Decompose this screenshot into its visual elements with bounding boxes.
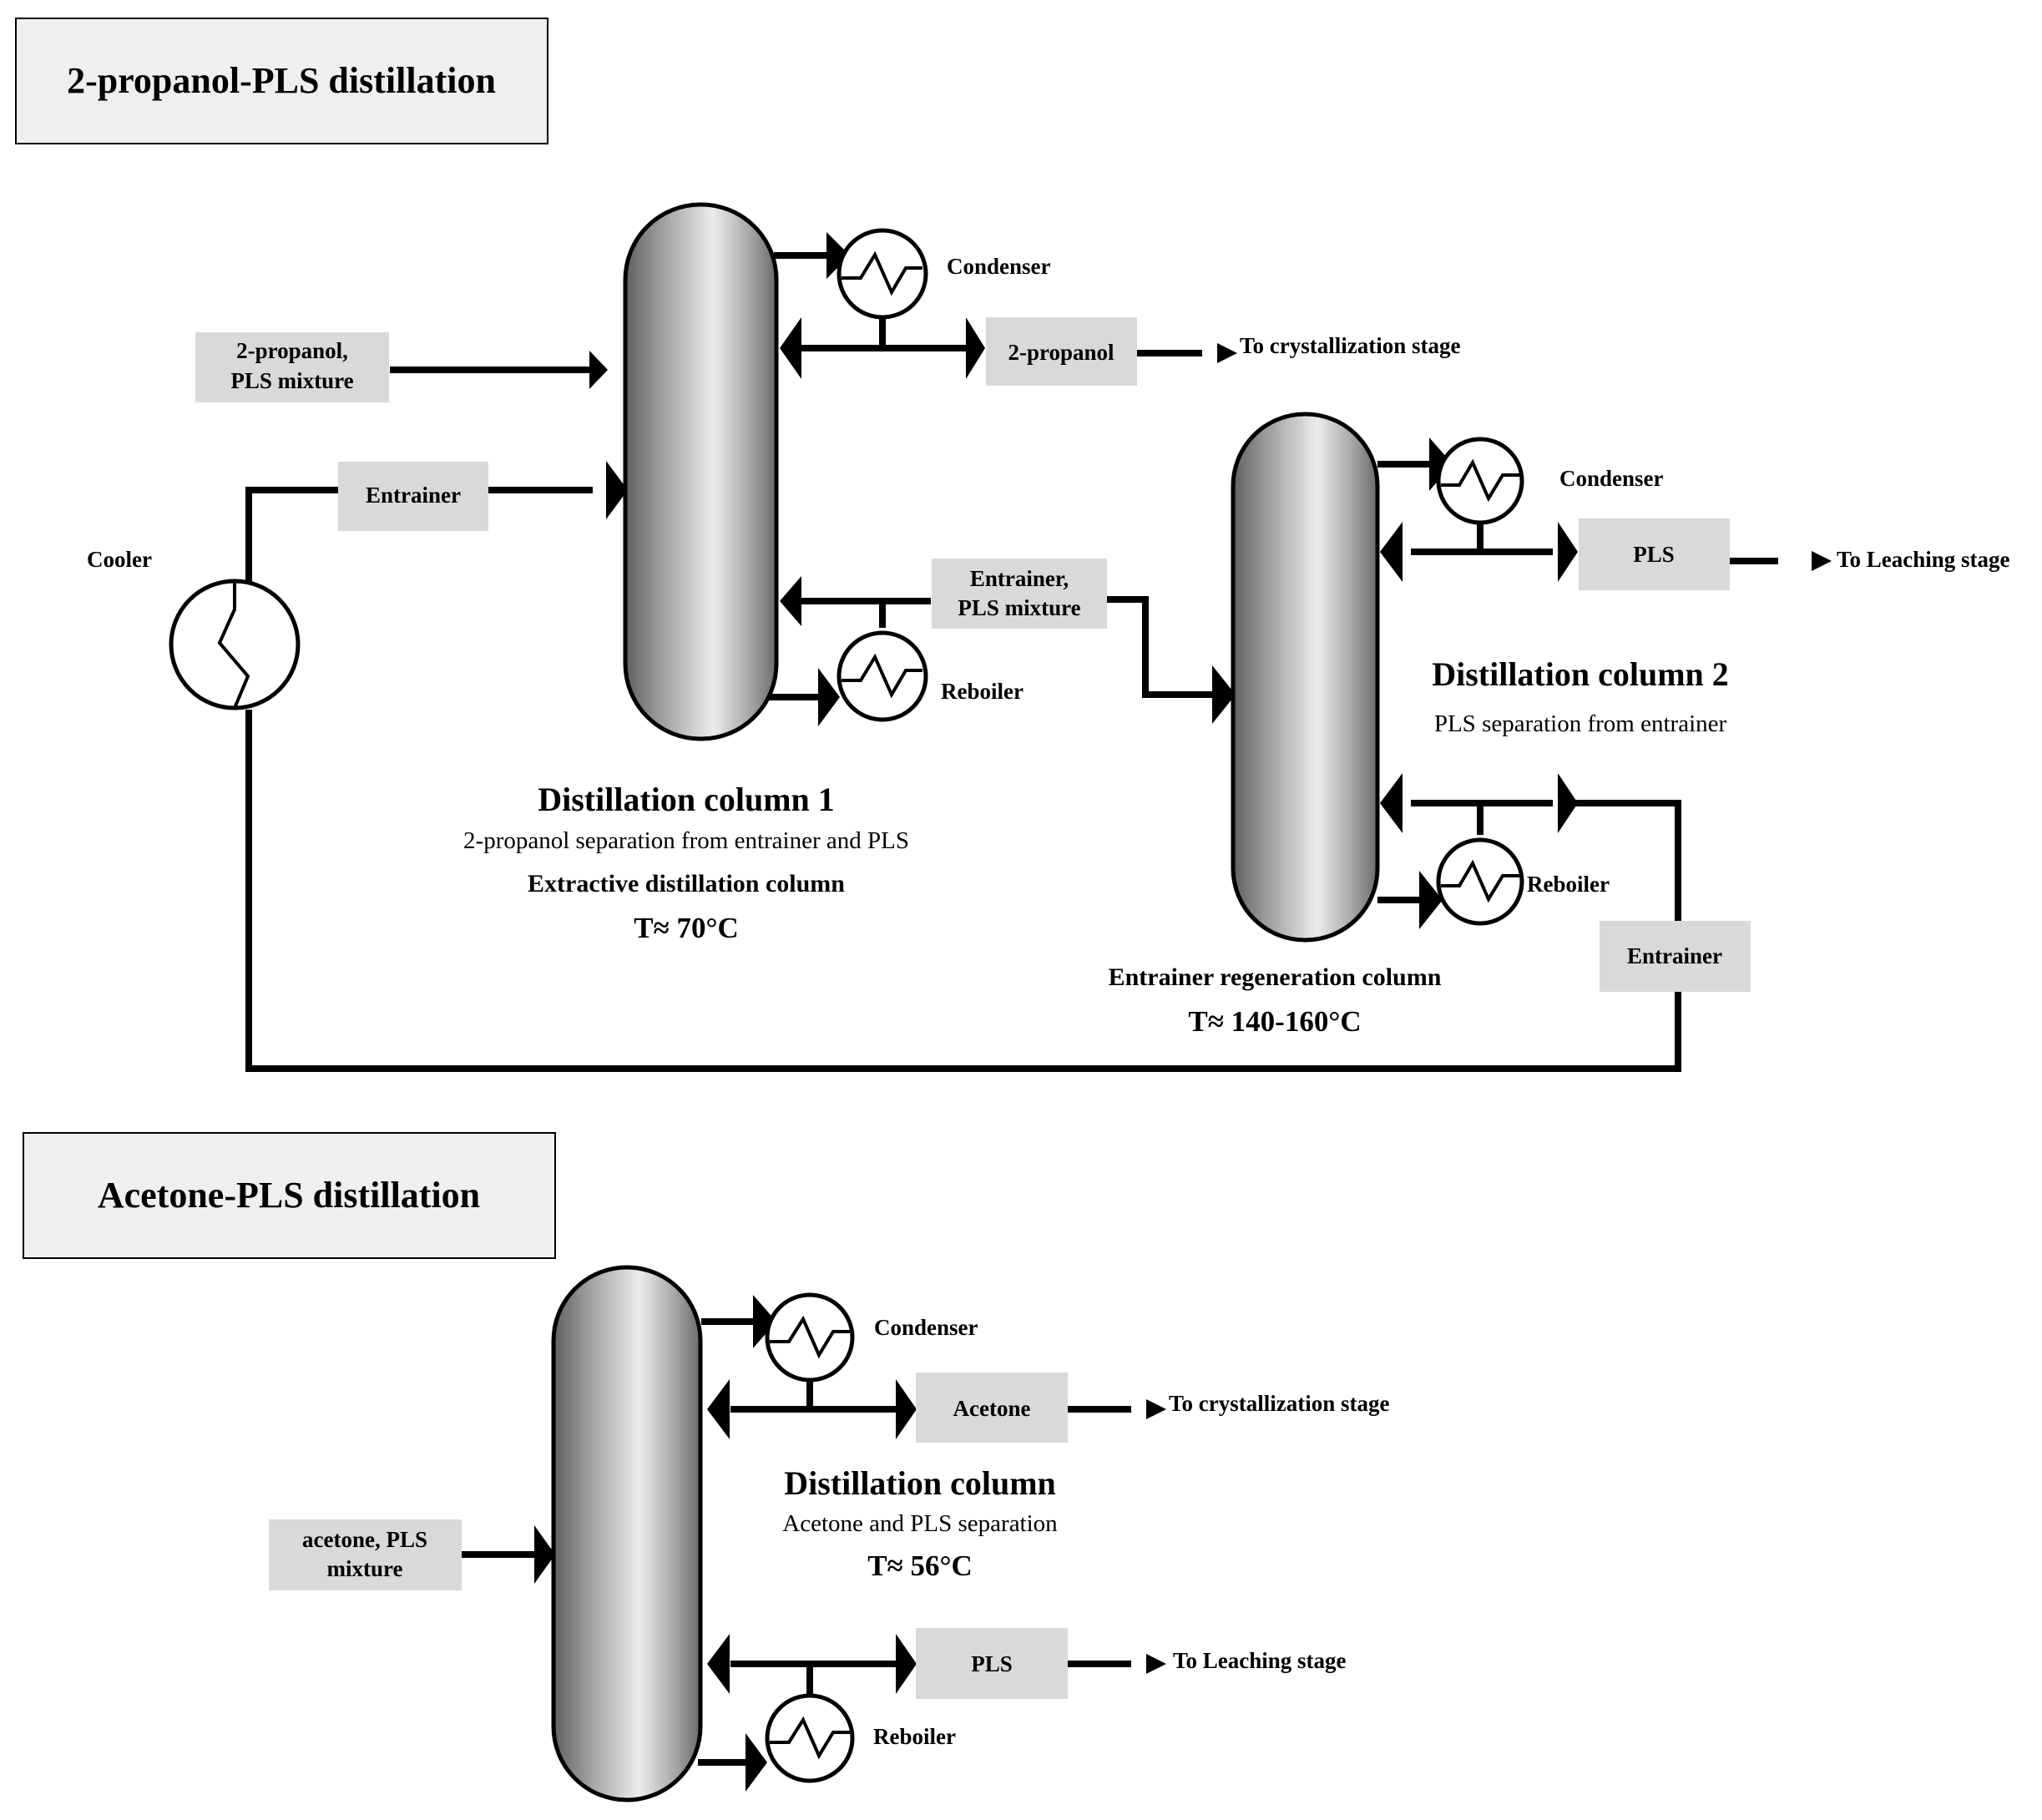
distillation-column-3 [551, 1265, 703, 1802]
arrow-col2-boilup [1380, 773, 1403, 833]
arrow-acetone-feed [534, 1525, 555, 1584]
col2-reboiler [1436, 837, 1524, 926]
stream-box-pls-product-col2: PLS [1579, 518, 1730, 590]
stream-box-propanol-product-text: 2-propanol [1008, 340, 1115, 365]
acetone-destination: To crystallization stage [1169, 1391, 1389, 1416]
col2-condenser-label: Condenser [1559, 466, 1664, 491]
stream-box-entrainer-bottoms: Entrainer [1600, 921, 1751, 992]
pipes-section-2 [462, 1318, 1131, 1766]
stream-box-entrainer-recycle-text: Entrainer [366, 483, 461, 508]
arrow-propanol-dest [1217, 343, 1237, 363]
arrowheads-section-2 [534, 1295, 1166, 1792]
col2-subtitle: PLS separation from entrainer [1434, 710, 1727, 737]
distillation-column-1 [623, 202, 779, 741]
stream-box-propanol-feed-line1: 2-propanol, [236, 338, 348, 363]
stream-box-propanol-feed-line2: PLS mixture [230, 368, 353, 393]
section-title-propanol-text: 2-propanol-PLS distillation [67, 60, 496, 101]
col2-title: Distillation column 2 [1432, 655, 1729, 693]
arrow-pls-dest-col2 [1812, 551, 1832, 571]
pls-destination-acetone: To Leaching stage [1173, 1648, 1347, 1673]
arrow-pls-dest-acetone [1146, 1654, 1166, 1674]
arrow-col1-boilup [780, 576, 801, 626]
stream-box-acetone-feed-line1: acetone, PLS [302, 1527, 427, 1552]
cooler [169, 579, 301, 710]
pipes-section-1 [245, 252, 1778, 1072]
arrow-col2-reb-in [1419, 871, 1443, 929]
col2-caption: Distillation column 2 PLS separation fro… [1109, 655, 1729, 1038]
col2-temperature: T≈ 140-160°C [1188, 1005, 1361, 1038]
arrow-col1-reb-in [818, 668, 840, 726]
stream-box-pls-product-acetone: PLS [916, 1628, 1068, 1699]
col1-condenser [837, 228, 928, 320]
stream-box-entrainer-recycle: Entrainer [338, 462, 488, 531]
col3-subtitle: Acetone and PLS separation [782, 1510, 1058, 1537]
section-title-propanol: 2-propanol-PLS distillation [15, 18, 548, 144]
col1-condenser-label: Condenser [947, 254, 1051, 279]
arrow-col3-distillate [896, 1379, 917, 1439]
col2-type: Entrainer regeneration column [1109, 963, 1442, 991]
pipe-entrainer-recycle-top [245, 487, 339, 583]
pls-destination-col2: To Leaching stage [1837, 547, 2010, 572]
col1-subtitle: 2-propanol separation from entrainer and… [463, 827, 909, 854]
arrow-col3-reflux [707, 1379, 730, 1439]
stream-box-acetone-feed: acetone, PLS mixture [269, 1519, 462, 1590]
stream-box-propanol-product: 2-propanol [986, 317, 1137, 386]
stream-box-entrainer-pls-line2: PLS mixture [958, 595, 1080, 620]
arrow-entrainer-col1 [606, 461, 628, 519]
col3-reboiler-label: Reboiler [873, 1724, 956, 1749]
distillation-column-2 [1231, 412, 1380, 943]
arrow-col1-cond-in [826, 232, 850, 279]
stream-box-entrainer-pls-mixture: Entrainer, PLS mixture [932, 559, 1107, 629]
col3-reboiler [765, 1693, 855, 1783]
col1-temperature: T≈ 70°C [634, 912, 739, 944]
col3-condenser-label: Condenser [874, 1315, 978, 1340]
arrow-col2-distillate [1558, 522, 1578, 582]
col1-type: Extractive distillation column [528, 870, 845, 897]
stream-box-acetone-product: Acetone [916, 1373, 1068, 1443]
col1-title: Distillation column 1 [538, 781, 835, 818]
section-title-acetone-text: Acetone-PLS distillation [98, 1175, 480, 1216]
col3-temperature: T≈ 56°C [867, 1550, 973, 1582]
arrow-col3-bottoms [896, 1634, 917, 1694]
arrow-col1-reflux [780, 317, 801, 379]
col1-caption: Distillation column 1 2-propanol separat… [463, 781, 909, 944]
stream-box-propanol-feed: 2-propanol, PLS mixture [195, 332, 389, 402]
stream-box-acetone-feed-line2: mixture [327, 1556, 403, 1581]
pipe-recycle-loop [245, 710, 1681, 1072]
col1-reboiler [837, 630, 928, 722]
arrow-col1-distillate [966, 317, 985, 379]
arrow-col2-feed [1212, 665, 1236, 724]
col2-condenser [1436, 437, 1524, 525]
col2-reboiler-label: Reboiler [1527, 872, 1610, 897]
stream-box-pls-product-col2-text: PLS [1633, 542, 1675, 567]
arrow-col2-reflux [1380, 522, 1403, 582]
pipe-col1-to-col2 [1106, 596, 1212, 698]
stream-box-entrainer-pls-line1: Entrainer, [970, 566, 1069, 591]
col1-reboiler-label: Reboiler [941, 679, 1024, 704]
stream-box-pls-product-acetone-text: PLS [971, 1651, 1013, 1676]
stream-box-acetone-product-text: Acetone [953, 1396, 1031, 1421]
arrow-col3-cond-in [753, 1295, 776, 1348]
col3-caption: Distillation column Acetone and PLS sepa… [782, 1464, 1058, 1582]
section-title-acetone: Acetone-PLS distillation [23, 1132, 556, 1259]
propanol-destination: To crystallization stage [1240, 333, 1460, 358]
stream-box-entrainer-bottoms-text: Entrainer [1627, 943, 1722, 968]
col3-title: Distillation column [784, 1464, 1056, 1502]
col3-condenser [765, 1292, 855, 1383]
cooler-label: Cooler [87, 547, 152, 572]
arrow-col3-boilup [707, 1634, 730, 1694]
arrow-acetone-dest [1146, 1399, 1166, 1419]
arrow-col2-bottoms-out [1558, 773, 1578, 833]
arrow-feed-col1 [589, 351, 608, 389]
arrow-col3-reb-in [746, 1733, 767, 1792]
